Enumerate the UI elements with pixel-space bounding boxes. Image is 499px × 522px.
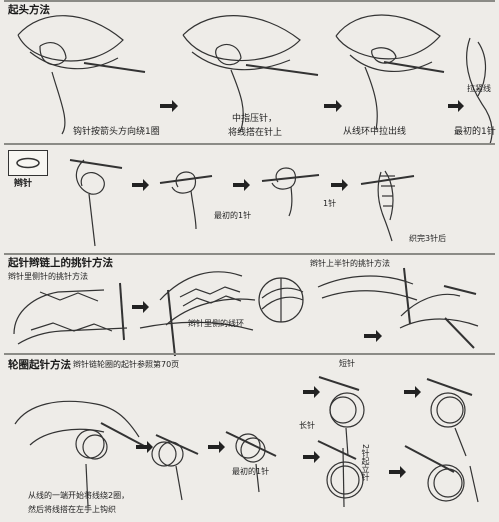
tighten-yarn-label: 拉紧线 — [467, 84, 491, 93]
ring-caption-line-1: 从线的一端开始将线绕2圈， — [28, 491, 130, 500]
divider-ring — [4, 353, 495, 355]
ring-subtitle: 辫针链轮圈的起针参照第70页 — [73, 360, 180, 369]
top-border — [4, 0, 495, 2]
ring-double-crochet-label: 长针 — [299, 421, 315, 430]
step-first-stitch-label: 最初的1针 — [454, 127, 496, 137]
step-middle-finger-label-1: 中指压针， — [232, 114, 278, 124]
section-chain-illustrations — [69, 159, 415, 247]
pickup-inside-label: 辫针里侧针的挑针方法 — [8, 272, 88, 281]
chain-symbol-box — [8, 150, 48, 176]
chain-one-stitch-label: 1针 — [323, 199, 337, 208]
divider-chain — [4, 143, 495, 145]
step-middle-finger-label-2: 将线搭在针上 — [228, 128, 283, 138]
section-start-illustrations — [17, 14, 493, 145]
step-wrap-hook-label: 钩针按箭头方向绕1圈 — [73, 127, 160, 137]
section-title-ring: 轮圈起针方法 — [6, 357, 73, 372]
divider-pickup — [4, 253, 495, 255]
section-title-start: 起头方法 — [6, 2, 52, 17]
chain-first-stitch-label: 最初的1针 — [214, 211, 252, 220]
section-title-chain: 辫针 — [14, 179, 33, 189]
step-pull-yarn-label: 从线环中拉出线 — [343, 127, 407, 137]
ring-caption-line-2: 然后将线搭在左手上钩织 — [28, 505, 116, 514]
pickup-top-label: 辫针上半针的挑针方法 — [310, 259, 390, 268]
chain-three-stitches-label: 织完3针后 — [409, 234, 447, 243]
ring-single-crochet-label: 短针 — [339, 359, 355, 368]
section-title-pickup: 起针辫链上的挑针方法 — [6, 255, 115, 270]
chain-symbol-icon — [16, 157, 40, 169]
section-pickup-illustrations — [13, 267, 479, 357]
ring-first-stitch-label: 最初的1针 — [232, 467, 270, 476]
ring-two-stand-label: 2针起立针 — [361, 444, 370, 482]
pickup-loop-label: 辫针里侧的线环 — [188, 319, 244, 328]
